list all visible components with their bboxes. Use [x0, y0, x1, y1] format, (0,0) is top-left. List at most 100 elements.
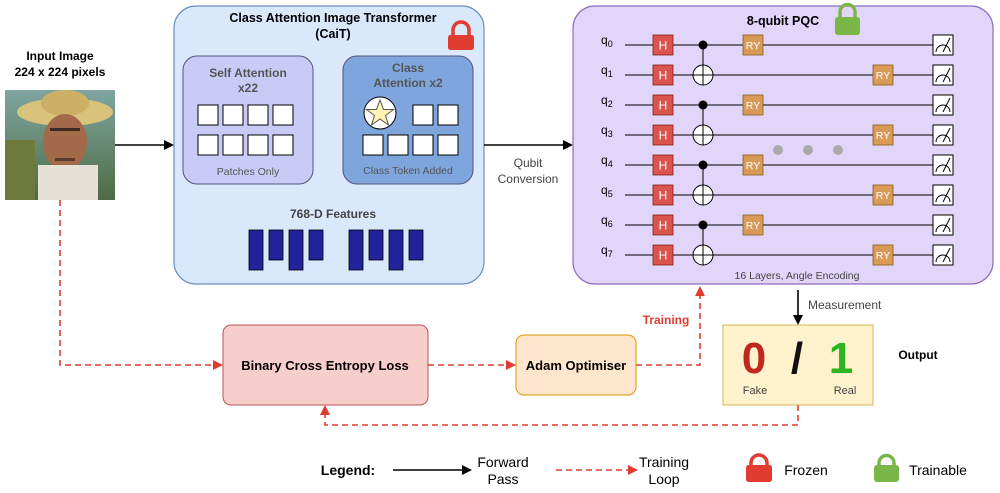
pqc-title: 8-qubit PQC [747, 14, 819, 28]
ry-gate [872, 124, 894, 146]
measurement-label: Measurement [808, 298, 882, 312]
bce-label: Binary Cross Entropy Loss [241, 358, 409, 373]
features-label: 768-D Features [290, 207, 376, 221]
qubit-label: q5 [601, 183, 613, 199]
meter-needle [942, 127, 951, 143]
qubit-label: q7 [601, 243, 613, 259]
meter-arc [935, 224, 951, 233]
output-label: Output [898, 348, 937, 362]
meter-needle [942, 157, 951, 173]
meter-arc [935, 104, 951, 113]
legend-forward-line1: Forward [477, 454, 528, 470]
class-attention-title-line2: Attention x2 [373, 76, 443, 90]
conversion-line2: Conversion [498, 172, 559, 186]
ry-gate-label: RY [876, 190, 890, 202]
meter-needle [942, 37, 951, 53]
output-box [722, 324, 874, 406]
self-attention-caption: Patches Only [217, 166, 280, 178]
legend-title: Legend: [321, 462, 375, 478]
ry-gate [872, 64, 894, 86]
qubit-label: q6 [601, 213, 613, 229]
ry-gate-label: RY [746, 40, 760, 52]
patch-grid [197, 104, 294, 156]
ry-gate-label: RY [876, 70, 890, 82]
h-gate-label: H [659, 129, 668, 143]
cait-title-line1: Class Attention Image Transformer [229, 11, 436, 25]
conversion-line1: Qubit [514, 156, 543, 170]
cnot-control [698, 220, 708, 230]
self-attention-title-line1: Self Attention [209, 66, 287, 80]
h-gate-label: H [659, 189, 668, 203]
class-token-grid [362, 104, 459, 156]
ellipsis-dots [773, 145, 843, 155]
h-gate [652, 94, 674, 116]
pqc-footer: 16 Layers, Angle Encoding [735, 270, 860, 282]
ry-gate [872, 244, 894, 266]
ry-gate-label: RY [746, 220, 760, 232]
h-gate [652, 154, 674, 176]
legend-forward-line2: Pass [487, 471, 518, 487]
input-image-portrait [5, 90, 115, 200]
h-gate-label: H [659, 69, 668, 83]
ry-gate [742, 154, 764, 176]
fake-digit: 0 [742, 334, 766, 383]
trainable-lock-icon [835, 2, 860, 35]
h-gate-label: H [659, 219, 668, 233]
h-gate [652, 184, 674, 206]
ry-gate [742, 214, 764, 236]
ry-gate-label: RY [746, 160, 760, 172]
legend-training-line2: Loop [648, 471, 679, 487]
meter-needle [942, 247, 951, 263]
input-title-line2: 224 x 224 pixels [15, 65, 106, 79]
h-gate [652, 244, 674, 266]
class-attention-title-line1: Class [392, 61, 424, 75]
self-attention-title-line2: x22 [238, 81, 258, 95]
h-gate-label: H [659, 99, 668, 113]
adam-label: Adam Optimiser [526, 358, 626, 373]
feature-bars [248, 229, 424, 271]
class-token-star-icon [363, 96, 397, 130]
meter-arc [935, 254, 951, 263]
legend-trainable-label: Trainable [909, 462, 967, 478]
h-gate-label: H [659, 39, 668, 53]
cait-title-line2: (CaiT) [315, 27, 350, 41]
frozen-lock-icon [448, 20, 474, 50]
cnot-control [698, 40, 708, 50]
cnot-control [698, 100, 708, 110]
h-gate [652, 64, 674, 86]
cnot-control [698, 160, 708, 170]
pqc-box [572, 5, 994, 285]
arrow-adam-to-pqc [636, 286, 705, 366]
h-gate [652, 214, 674, 236]
h-gate-label: H [659, 159, 668, 173]
h-gate [652, 34, 674, 56]
arrow-input-to-bce [59, 200, 223, 370]
meter-needle [942, 187, 951, 203]
training-label: Training [643, 313, 690, 327]
ry-gate-label: RY [876, 130, 890, 142]
qubit-label: q1 [601, 63, 613, 79]
real-label: Real [834, 385, 857, 397]
h-gate-label: H [659, 249, 668, 263]
meter-arc [935, 74, 951, 83]
meter-arc [935, 44, 951, 53]
meter-needle [942, 67, 951, 83]
arrow-output-to-bce [320, 405, 799, 426]
meter-arc [935, 194, 951, 203]
qubit-label: q0 [601, 33, 613, 49]
legend-frozen-lock-icon [746, 453, 772, 482]
meter-needle [942, 217, 951, 233]
fake-label: Fake [743, 385, 767, 397]
qubit-label: q2 [601, 93, 613, 109]
input-title-line1: Input Image [26, 49, 94, 63]
meter-arc [935, 134, 951, 143]
legend-training-line1: Training [639, 454, 689, 470]
ry-gate-label: RY [746, 100, 760, 112]
ry-gate [742, 34, 764, 56]
qubit-label: q3 [601, 123, 613, 139]
legend-trainable-lock-icon [874, 453, 899, 482]
h-gate [652, 124, 674, 146]
ry-gate-label: RY [876, 250, 890, 262]
